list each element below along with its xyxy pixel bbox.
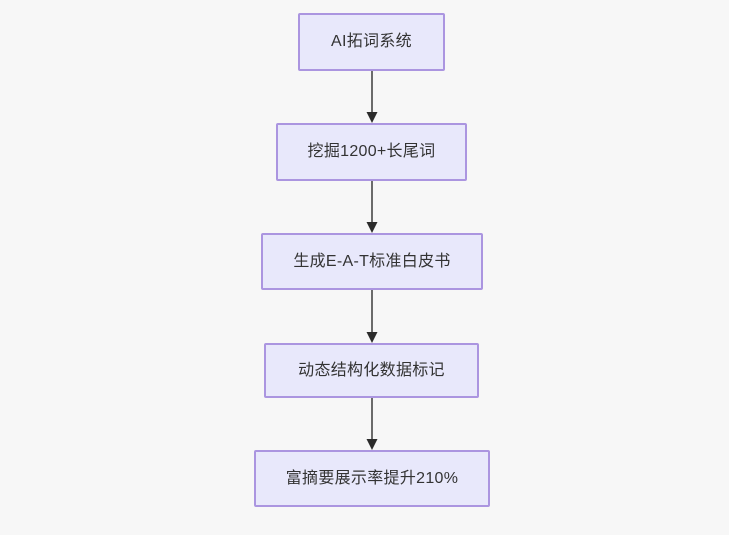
flow-node-rich-snippet-impression-lift[interactable]: 富摘要展示率提升210% xyxy=(254,450,490,507)
arrowhead-icon xyxy=(366,439,378,450)
edge-n1-n2 xyxy=(366,71,378,123)
edge-n4-n5 xyxy=(366,398,378,450)
edge-n3-n4 xyxy=(366,290,378,343)
arrowhead-icon xyxy=(366,112,378,123)
flow-node-generate-eat-whitepaper[interactable]: 生成E-A-T标准白皮书 xyxy=(261,233,483,290)
edge-n2-n3 xyxy=(366,181,378,233)
flow-node-dynamic-structured-data-markup[interactable]: 动态结构化数据标记 xyxy=(264,343,479,398)
arrowhead-icon xyxy=(366,222,378,233)
flow-node-mine-longtail-keywords[interactable]: 挖掘1200+长尾词 xyxy=(276,123,467,181)
arrowhead-icon xyxy=(366,332,378,343)
flow-node-ai-keyword-system[interactable]: AI拓词系统 xyxy=(298,13,445,71)
